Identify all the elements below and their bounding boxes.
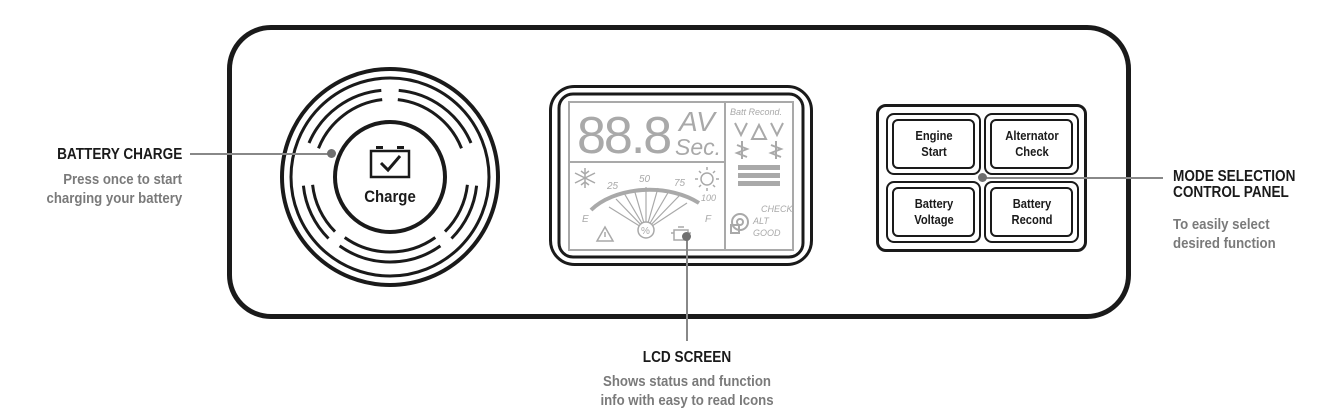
charger-panel-outline xyxy=(227,25,1131,319)
warning-triangle-icon xyxy=(595,225,615,242)
annotation-lcd-desc-1: Shows status and function xyxy=(603,373,771,390)
annotation-battery-charge-desc-1: Press once to start xyxy=(63,171,182,188)
sun-icon xyxy=(695,167,719,191)
charge-button-label: Charge xyxy=(364,187,416,206)
lcd-check: CHECK xyxy=(761,204,794,214)
gauge-full: F xyxy=(705,214,712,225)
lcd-unit-sec: Sec. xyxy=(675,134,721,160)
annotation-mode-desc-1: To easily select xyxy=(1173,216,1270,233)
gauge-tick-75: 75 xyxy=(674,178,686,189)
leader-dot-mode xyxy=(978,173,987,182)
annotation-mode-title-1: MODE SELECTION xyxy=(1173,168,1296,185)
annotation-mode-desc-2: desired function xyxy=(1173,235,1276,252)
battery-check-icon xyxy=(369,146,411,179)
gauge-tick-50: 50 xyxy=(639,174,651,185)
charge-button[interactable] xyxy=(335,122,445,232)
snowflake-icon xyxy=(574,168,596,188)
lcd-screen: 88.8 AV Sec. Batt Recond. CHECK ALT GOOD xyxy=(549,85,813,266)
annotation-battery-charge-title: BATTERY CHARGE xyxy=(56,146,182,163)
annotation-battery-charge-desc-2: charging your battery xyxy=(46,190,182,207)
lcd-batt-recond: Batt Recond. xyxy=(730,107,782,117)
gauge-empty: E xyxy=(582,214,589,225)
annotation-lcd-title: LCD SCREEN xyxy=(642,349,732,366)
annotation-mode-title-2: CONTROL PANEL xyxy=(1173,184,1289,201)
gauge-tick-100: 100 xyxy=(701,193,716,203)
battery-icon xyxy=(734,122,784,186)
leader-line-battery-charge xyxy=(190,153,332,155)
gauge-tick-25: 25 xyxy=(606,181,619,192)
leader-dot-battery-charge xyxy=(327,149,336,158)
gauge-arc xyxy=(589,187,701,212)
charge-dial xyxy=(280,67,500,287)
dial-segment-ring xyxy=(301,88,479,264)
gauge-percent: % xyxy=(641,226,650,237)
leader-line-mode xyxy=(982,177,1163,179)
lcd-digits: 88.8 xyxy=(577,107,670,165)
alternator-icon xyxy=(730,213,749,234)
leader-line-lcd xyxy=(686,236,688,341)
gauge-percent-hub xyxy=(637,221,655,239)
lcd-alt: ALT xyxy=(752,216,770,226)
lcd-unit-av: AV xyxy=(677,106,717,137)
leader-dot-lcd xyxy=(682,232,691,241)
lcd-good: GOOD xyxy=(753,228,781,238)
annotation-lcd-desc-2: info with easy to read Icons xyxy=(600,392,774,409)
